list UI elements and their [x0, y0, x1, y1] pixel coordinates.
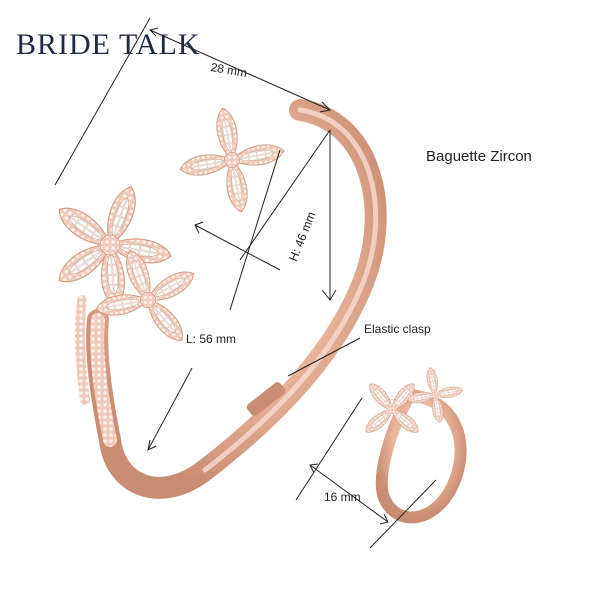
dim-28-line [149, 29, 331, 111]
ring [361, 366, 467, 524]
dimension-lines [54, 17, 437, 549]
bangle [74, 99, 387, 499]
dim-16-line [309, 464, 389, 523]
flower-medium [93, 246, 199, 348]
ring-flower-right [406, 366, 464, 424]
ring-flower-left [361, 379, 423, 437]
brand-logo: BRIDE TALK [16, 28, 201, 61]
flower-large [52, 182, 174, 309]
flower-top [177, 105, 287, 215]
length-label: L: 56 mm [186, 332, 237, 346]
dim-h46-line [239, 129, 331, 261]
clasp-hinge [246, 382, 286, 416]
dim-28-extension [54, 17, 151, 186]
dim-l56-top [194, 224, 281, 271]
dim-l56-line [147, 367, 193, 451]
clasp-label: Elastic clasp [364, 322, 431, 336]
clasp-leader [287, 337, 361, 377]
material-label: Baguette Zircon [426, 148, 532, 165]
ring-width-label: 16 mm [324, 490, 361, 504]
